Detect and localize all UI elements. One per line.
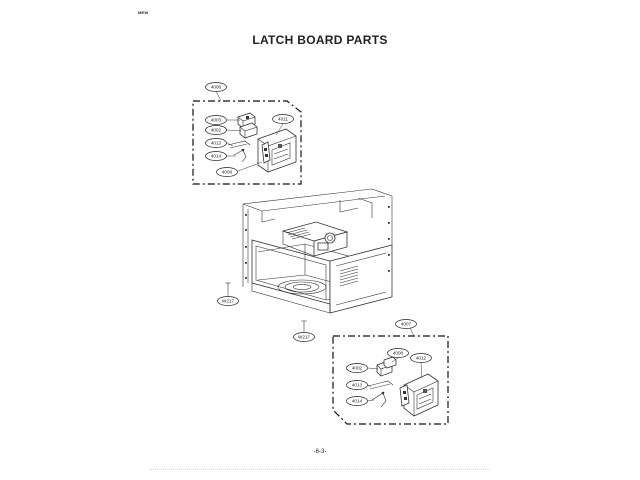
callout-4014-lower: 4014 — [346, 396, 368, 406]
svg-text:4013: 4013 — [352, 383, 363, 388]
callout-4013-lower: 4013 — [346, 380, 368, 390]
svg-text:4006: 4006 — [211, 85, 222, 90]
svg-text:4002: 4002 — [352, 366, 363, 371]
page-title: LATCH BOARD PARTS — [252, 33, 388, 47]
callout-w217-bottom: W217 — [293, 332, 315, 342]
callout-4007-lower-assembly: 4007 — [395, 319, 417, 329]
lower-switch-4008 — [383, 356, 397, 369]
lower-latch-board — [399, 373, 439, 417]
svg-text:4014: 4014 — [211, 154, 222, 159]
callout-4008-upper: 4008 — [216, 167, 238, 177]
callout-4003-upper: 4003 — [205, 115, 227, 125]
lower-assembly-boundary — [332, 335, 449, 425]
svg-text:4014: 4014 — [352, 399, 363, 404]
upper-assembly-boundary — [192, 100, 302, 185]
upper-latch-assembly — [192, 90, 302, 185]
callout-4008-lower: 4008 — [387, 348, 409, 358]
svg-text:4012: 4012 — [416, 356, 427, 361]
callout-4013-upper: 4013 — [205, 138, 227, 148]
callout-4006-upper-assembly: 4006 — [205, 82, 227, 92]
lower-levers — [367, 380, 394, 408]
svg-text:W217: W217 — [298, 335, 310, 340]
oven-chassis — [242, 188, 393, 314]
svg-text:4008: 4008 — [222, 170, 233, 175]
callout-4014-upper: 4014 — [205, 151, 227, 161]
upper-switch-4002 — [239, 122, 258, 139]
svg-text:4007: 4007 — [401, 322, 412, 327]
svg-text:4002: 4002 — [211, 128, 222, 133]
svg-text:4003: 4003 — [211, 118, 222, 123]
svg-text:4013: 4013 — [211, 141, 222, 146]
callout-4012-lower: 4012 — [410, 353, 432, 363]
page-number: -6-3- — [313, 449, 327, 455]
footer-divider — [150, 469, 490, 470]
svg-text:4008: 4008 — [393, 351, 404, 356]
callout-4011-upper: 4011 — [272, 114, 294, 124]
screw-left — [225, 282, 231, 297]
screw-bottom — [301, 320, 307, 333]
upper-latch-board — [257, 128, 297, 173]
document-code: MEW — [138, 10, 149, 15]
callout-4002-lower: 4002 — [346, 363, 368, 373]
upper-levers — [227, 140, 251, 163]
lower-latch-assembly — [332, 327, 449, 425]
callout-4002-upper: 4002 — [205, 125, 227, 135]
svg-text:4011: 4011 — [278, 117, 288, 122]
callout-w217-left: W217 — [217, 296, 239, 306]
svg-text:W217: W217 — [222, 299, 234, 304]
